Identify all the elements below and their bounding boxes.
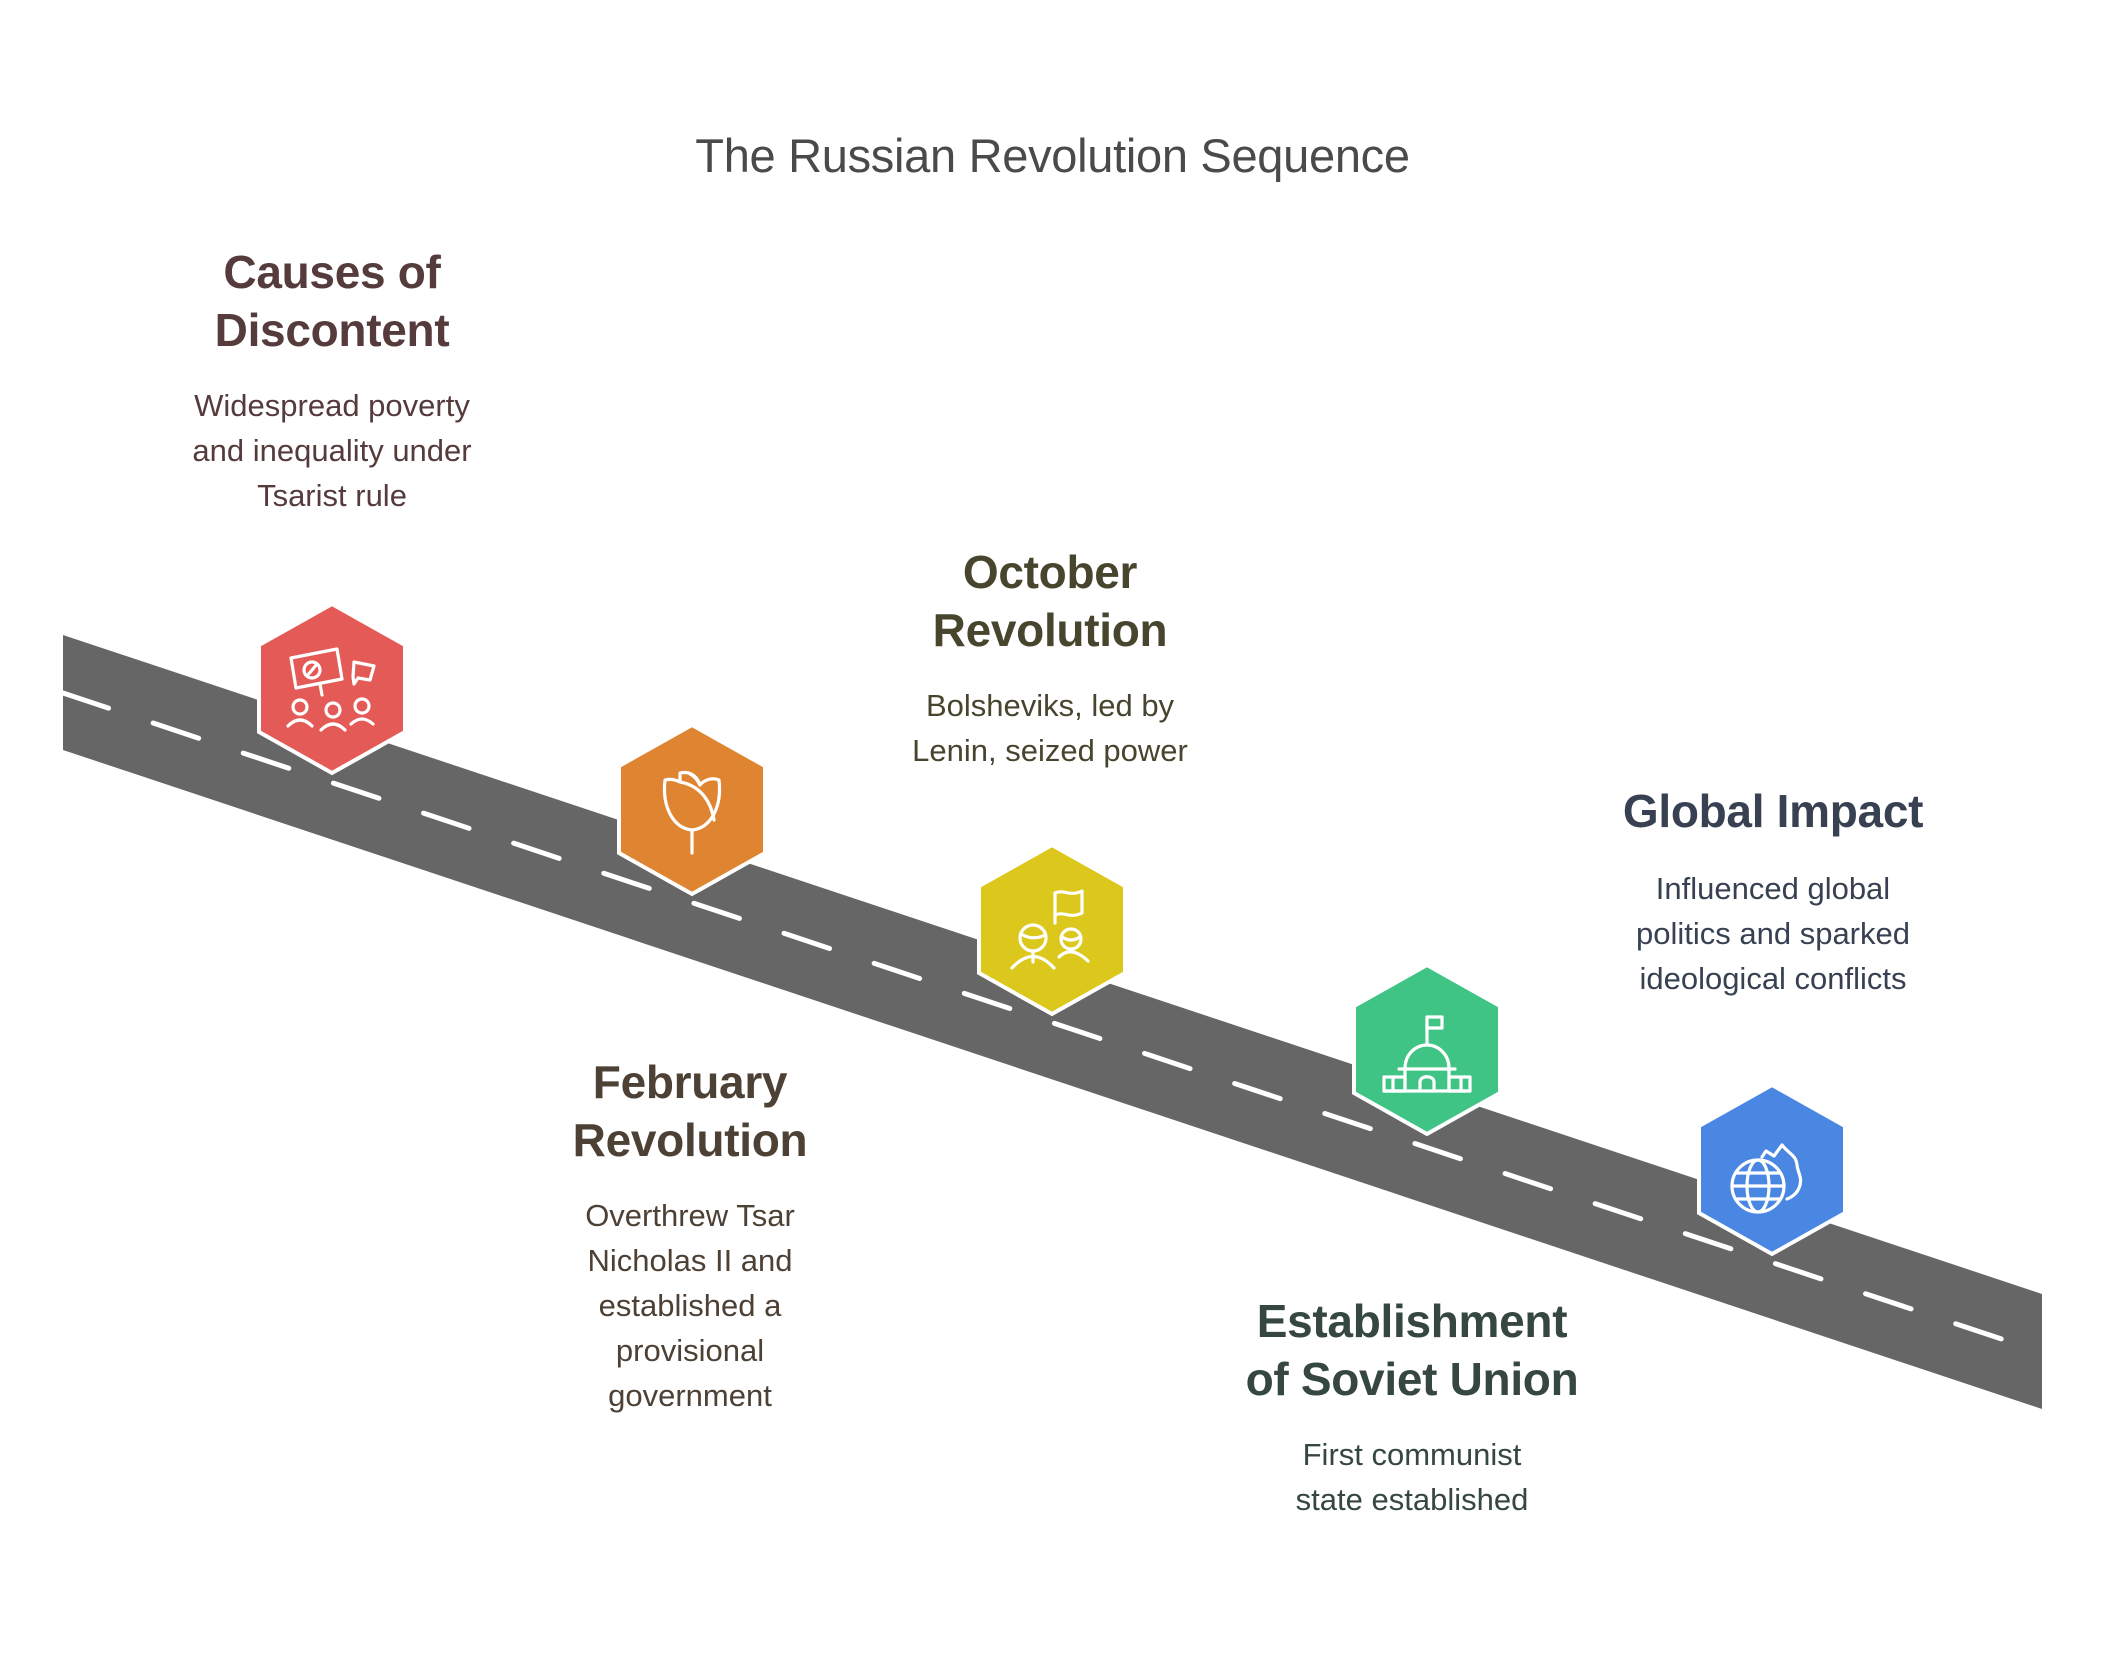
road-center-dashes (60, 690, 2045, 1355)
stage-description: First communist state established (1212, 1432, 1612, 1522)
description-line: First communist (1302, 1437, 1522, 1472)
stage-text-global-impact: Global Impact Influenced global politics… (1573, 782, 1973, 1001)
stage-text-october: October Revolution Bolsheviks, led by Le… (860, 543, 1240, 773)
globe-fire-icon (1730, 1143, 1803, 1214)
people-flag-icon (1010, 889, 1090, 970)
stage-text-february: February Revolution Overthrew Tsar Nicho… (500, 1053, 880, 1418)
hexagon-marker (1697, 1082, 1847, 1257)
stage-description: Widespread poverty and inequality under … (142, 383, 522, 518)
stage-hex-causes (257, 601, 407, 776)
heading-line: October (962, 546, 1138, 598)
stage-text-soviet-union: Establishment of Soviet Union First comm… (1212, 1292, 1612, 1522)
stage-hex-february (617, 722, 767, 897)
protest-icon (286, 647, 376, 732)
heading-line: Revolution (932, 604, 1168, 656)
stage-text-causes: Causes of Discontent Widespread poverty … (142, 243, 522, 518)
description-line: Widespread poverty (194, 388, 470, 423)
hexagon-marker (257, 601, 407, 776)
hexagon-marker (617, 722, 767, 897)
stage-hex-october (977, 842, 1127, 1017)
description-line: state established (1295, 1482, 1529, 1517)
heading-line: Revolution (572, 1114, 808, 1166)
description-line: Overthrew Tsar (585, 1198, 795, 1233)
stage-heading: February Revolution (500, 1053, 880, 1169)
description-line: Lenin, seized power (912, 733, 1188, 768)
stage-heading: Global Impact (1573, 782, 1973, 840)
heading-line: Establishment (1256, 1295, 1568, 1347)
description-line: politics and sparked (1636, 916, 1910, 951)
heading-line: Discontent (214, 304, 450, 356)
description-line: provisional (615, 1333, 765, 1368)
rose-icon (662, 770, 722, 855)
stage-hex-soviet-union (1352, 962, 1502, 1137)
stage-heading: Establishment of Soviet Union (1212, 1292, 1612, 1408)
description-line: established a (598, 1288, 782, 1323)
description-line: ideological conflicts (1639, 961, 1907, 996)
heading-line: February (592, 1056, 788, 1108)
stage-heading: Causes of Discontent (142, 243, 522, 359)
description-line: Tsarist rule (257, 478, 407, 513)
hexagon-marker (977, 842, 1127, 1017)
heading-line: Global Impact (1622, 785, 1924, 837)
stage-heading: October Revolution (860, 543, 1240, 659)
stage-description: Overthrew Tsar Nicholas II and establish… (500, 1193, 880, 1418)
heading-line: of Soviet Union (1245, 1353, 1579, 1405)
diagram-title: The Russian Revolution Sequence (695, 129, 1410, 182)
description-line: Nicholas II and (587, 1243, 793, 1278)
description-line: Influenced global (1655, 871, 1891, 906)
stage-description: Influenced global politics and sparked i… (1573, 866, 1973, 1001)
description-line: and inequality under (192, 433, 472, 468)
heading-line: Causes of (223, 246, 441, 298)
stage-hex-global-impact (1697, 1082, 1847, 1257)
description-line: government (608, 1378, 772, 1413)
capitol-building-icon (1382, 1015, 1472, 1093)
stage-description: Bolsheviks, led by Lenin, seized power (860, 683, 1240, 773)
description-line: Bolsheviks, led by (925, 688, 1175, 723)
